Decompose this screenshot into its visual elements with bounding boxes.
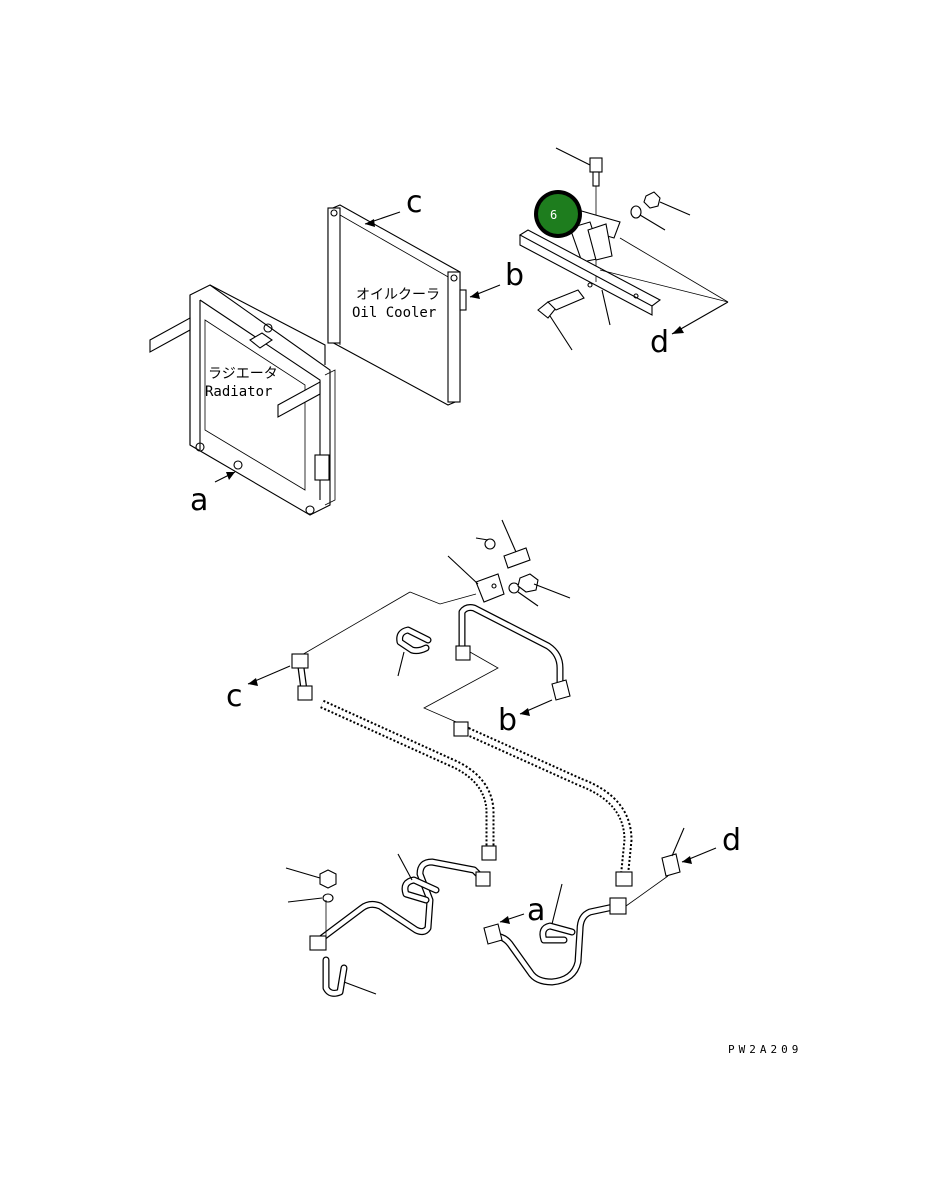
- oil-cooler-label-en: Oil Cooler: [352, 305, 436, 321]
- arrow-c-lower: [247, 665, 291, 686]
- arrow-d-lower: [681, 847, 717, 864]
- bottom-left-tubes: [285, 853, 491, 997]
- bracket-assembly: [518, 147, 729, 351]
- label-a-lower: a: [527, 893, 545, 928]
- label-d-upper: d: [650, 325, 669, 360]
- drawing-code: PW2A209: [728, 1043, 802, 1056]
- arrow-b-upper: [469, 284, 501, 299]
- callout-badge-text: 6: [550, 208, 557, 222]
- arrow-b-lower: [519, 699, 553, 716]
- upper-u-tube: [396, 626, 432, 677]
- label-b-lower: b: [498, 703, 517, 738]
- arrow-c-upper: [364, 211, 401, 227]
- radiator: [149, 284, 336, 516]
- arrow-a-upper: [214, 471, 236, 483]
- oil-cooler-label-jp: オイルクーラ: [356, 287, 440, 303]
- radiator-label-jp: ラジエータ: [208, 366, 278, 382]
- label-a-upper: a: [190, 483, 208, 518]
- lower-bracket: [447, 519, 571, 607]
- oil-cooler: [327, 204, 467, 406]
- radiator-label-en: Radiator: [205, 384, 272, 400]
- bottom-right-tubes: [483, 827, 685, 986]
- callout-badge-6[interactable]: 6: [534, 190, 582, 238]
- label-c-upper: c: [406, 185, 423, 220]
- label-c-lower: c: [226, 679, 243, 714]
- top-loop-tube: [455, 604, 571, 701]
- label-b-upper: b: [505, 258, 524, 293]
- left-hose: [291, 653, 497, 861]
- right-hose: [453, 721, 633, 887]
- arrow-a-lower: [499, 913, 525, 924]
- label-d-lower: d: [722, 823, 741, 858]
